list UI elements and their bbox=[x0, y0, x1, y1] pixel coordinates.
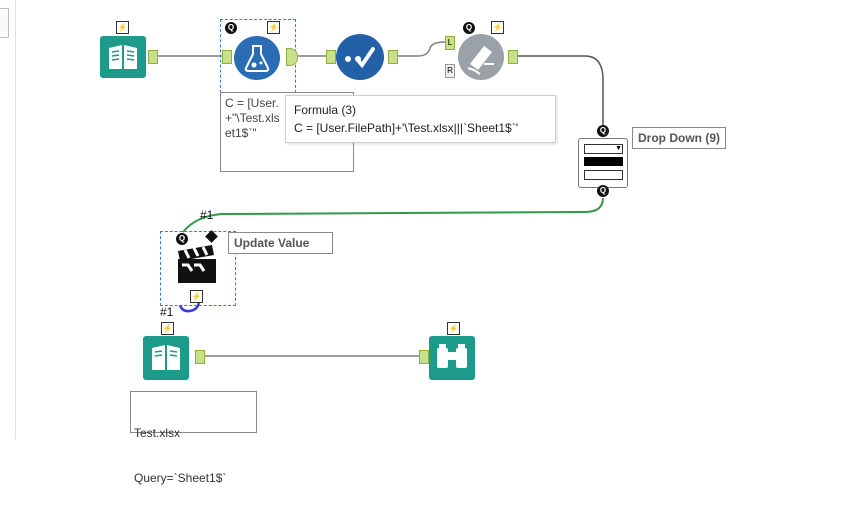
question-icon: Q bbox=[463, 22, 475, 34]
formula-output-anchor[interactable] bbox=[286, 48, 298, 66]
formula-input-anchor[interactable] bbox=[222, 50, 232, 64]
dropdown-tool[interactable]: ▼ bbox=[578, 138, 628, 188]
browse-binoculars-icon bbox=[437, 344, 467, 368]
action-label: Update Value bbox=[228, 232, 333, 254]
input-data-book-icon bbox=[109, 45, 137, 69]
formula-tool[interactable] bbox=[234, 36, 280, 80]
lightning-icon: ⚡ bbox=[447, 322, 460, 335]
question-icon: Q bbox=[597, 125, 609, 137]
input-data-tool-bottom[interactable] bbox=[143, 336, 189, 380]
action-clapboard-icon bbox=[178, 245, 216, 283]
tooltip-body: C = [User.FilePath]+'\Test.xlsx|||`Sheet… bbox=[294, 121, 519, 135]
annotation-file: Test.xlsx bbox=[134, 426, 181, 440]
workflow-canvas[interactable]: ⚡ Q ⚡ C = [User. +"\Test.xls et1$`" Form… bbox=[0, 0, 860, 485]
connection-select-to-dynamic-input[interactable] bbox=[397, 41, 446, 57]
connection-dynamic-input-to-dropdown[interactable] bbox=[516, 55, 604, 127]
browse-input-anchor[interactable] bbox=[419, 350, 429, 364]
dynamic-input-icon bbox=[467, 46, 494, 75]
connection-action-to-input[interactable] bbox=[178, 302, 201, 313]
select-tool[interactable] bbox=[336, 34, 384, 80]
browse-tool[interactable] bbox=[429, 336, 475, 380]
dynamic-input-output-anchor[interactable] bbox=[508, 50, 518, 64]
tooltip-title: Formula (3) bbox=[294, 103, 357, 117]
formula-tooltip: Formula (3) C = [User.FilePath]+'\Test.x… bbox=[285, 95, 556, 143]
chevron-down-icon: ▼ bbox=[584, 144, 623, 154]
question-icon: Q bbox=[176, 233, 188, 245]
input-data-book-icon bbox=[152, 345, 180, 370]
select-input-anchor[interactable] bbox=[326, 50, 336, 64]
question-icon: Q bbox=[225, 22, 237, 34]
dynamic-input-tool[interactable] bbox=[458, 34, 504, 80]
formula-flask-icon bbox=[244, 45, 270, 72]
dropdown-label: Drop Down (9) bbox=[632, 127, 726, 149]
lightning-icon: ⚡ bbox=[190, 290, 203, 303]
connection-dropdown-to-action[interactable] bbox=[182, 197, 604, 233]
dropdown-list-icon bbox=[584, 157, 623, 166]
lightning-icon: ⚡ bbox=[161, 322, 174, 335]
left-panel-edge bbox=[0, 0, 16, 439]
input-data-tool[interactable] bbox=[100, 36, 146, 78]
lightning-icon: ⚡ bbox=[491, 21, 504, 34]
select-check-icon bbox=[345, 47, 375, 69]
panel-scroll-tab[interactable] bbox=[0, 8, 9, 38]
dropdown-field-icon bbox=[584, 170, 623, 180]
connection-label-blue: #1 bbox=[160, 305, 174, 319]
input-bottom-output-anchor[interactable] bbox=[195, 350, 205, 364]
input-output-anchor[interactable] bbox=[148, 50, 158, 64]
action-tool[interactable] bbox=[174, 243, 220, 287]
connection-label-green: #1 bbox=[200, 208, 214, 222]
annotation-query: Query=`Sheet1$` bbox=[134, 471, 227, 485]
question-icon: Q bbox=[597, 185, 609, 197]
lightning-icon: ⚡ bbox=[116, 21, 129, 34]
input-annotation: Test.xlsx Query=`Sheet1$` bbox=[130, 391, 257, 485]
lightning-icon: ⚡ bbox=[267, 21, 280, 34]
select-output-anchor[interactable] bbox=[388, 50, 398, 64]
dynamic-input-left-anchor[interactable]: L bbox=[445, 36, 455, 50]
dynamic-input-right-anchor[interactable]: R bbox=[445, 64, 455, 78]
action-selection bbox=[160, 231, 236, 306]
